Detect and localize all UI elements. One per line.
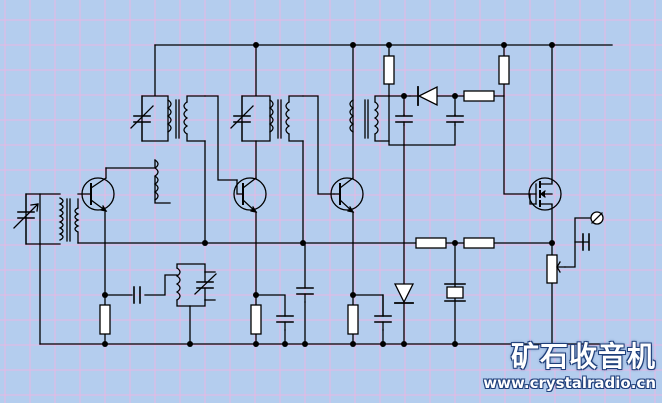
transistor-q1: [77, 167, 115, 212]
resistors: [99, 55, 566, 335]
diode-d2: [393, 283, 415, 304]
output-jack-icon: [590, 211, 604, 225]
watermark-url: www.crystalradio.cn: [483, 374, 656, 392]
capacitor-connections: [25, 95, 456, 331]
resistor-r6: [498, 55, 510, 85]
resistor-r8: [463, 237, 495, 249]
junction-dots: [102, 42, 555, 347]
transistor-q2: [233, 177, 267, 213]
resistor-r1: [99, 304, 111, 335]
watermark-title: 矿石收音机: [510, 340, 656, 373]
resistor-r5: [463, 90, 495, 102]
resistor-r2: [250, 304, 262, 335]
wires: [25, 44, 613, 345]
trimmer-resistor: [546, 254, 558, 284]
variable-cap-arrows: [13, 105, 254, 295]
resistor-r3: [347, 304, 359, 335]
crystal-x1: [444, 283, 466, 302]
resistor-r7: [415, 237, 447, 249]
watermark: 矿石收音机 www.crystalradio.cn: [483, 341, 656, 393]
resistor-r4: [383, 55, 395, 85]
transistor-q3: [330, 177, 364, 213]
inductors: [58, 95, 390, 307]
diode-d1: [409, 85, 456, 107]
mosfet-q4: [528, 177, 562, 211]
